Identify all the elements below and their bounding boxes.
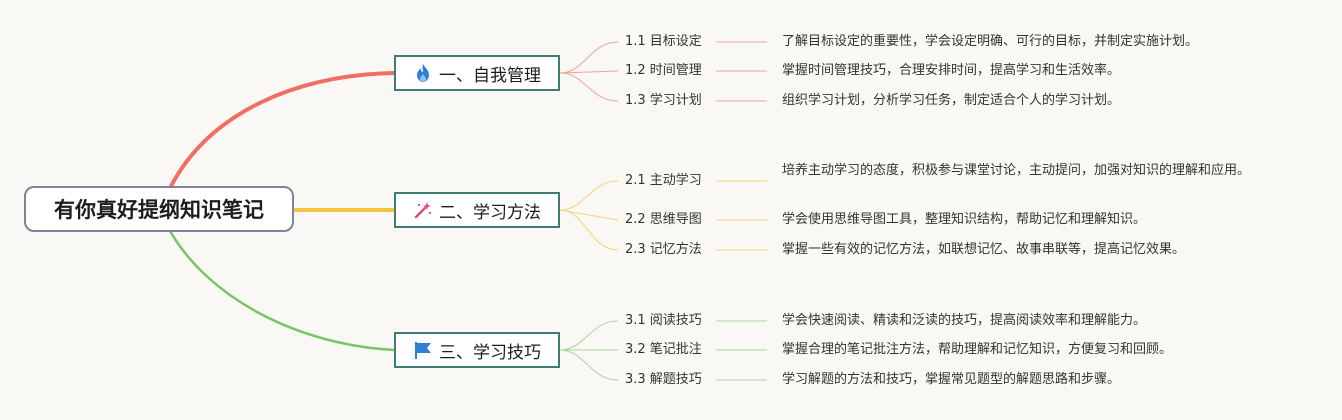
- sub-topic-2-1[interactable]: 2.1 主动学习: [625, 173, 702, 188]
- topic-description-2-2: 学会使用思维导图工具，整理知识结构，帮助记忆和理解知识。: [782, 212, 1147, 227]
- topic-description-1-2: 掌握时间管理技巧，合理安排时间，提高学习和生活效率。: [782, 63, 1121, 78]
- flag-icon: [413, 340, 433, 360]
- topic-description-1-1: 了解目标设定的重要性，学会设定明确、可行的目标，并制定实施计划。: [782, 34, 1199, 49]
- sub-topic-1-1[interactable]: 1.1 目标设定: [625, 34, 702, 49]
- root-node[interactable]: 有你真好提纲知识笔记: [24, 186, 294, 232]
- branch-label: 二、学习方法: [439, 202, 541, 223]
- flame-icon: [413, 63, 433, 83]
- sub-topic-3-2[interactable]: 3.2 笔记批注: [625, 342, 702, 357]
- sub-topic-1-2[interactable]: 1.2 时间管理: [625, 63, 702, 78]
- sub-topic-1-3[interactable]: 1.3 学习计划: [625, 93, 702, 108]
- branch-node-self-management[interactable]: 一、自我管理: [394, 55, 560, 91]
- branch-label: 一、自我管理: [439, 65, 541, 86]
- connector-sub-3-3: [559, 349, 619, 381]
- branch-node-learning-methods[interactable]: 二、学习方法: [394, 192, 560, 228]
- topic-description-3-2: 掌握合理的笔记批注方法，帮助理解和记忆知识，方便复习和回顾。: [782, 342, 1173, 357]
- sub-topic-2-2[interactable]: 2.2 思维导图: [625, 212, 702, 227]
- sub-topic-3-3[interactable]: 3.3 解题技巧: [625, 372, 702, 387]
- connector-sub-2-1: [559, 180, 619, 211]
- connector-branch-1: [168, 71, 396, 190]
- connector-sub-3-1: [559, 320, 619, 351]
- branch-label: 三、学习技巧: [439, 342, 541, 363]
- root-title: 有你真好提纲知识笔记: [54, 198, 264, 222]
- connector-sub-2-3: [559, 209, 619, 251]
- topic-description-2-1: 培养主动学习的态度，积极参与课堂讨论，主动提问，加强对知识的理解和应用。: [782, 163, 1251, 178]
- connector-sub-1-1: [559, 41, 619, 74]
- sub-topic-2-3[interactable]: 2.3 记忆方法: [625, 242, 702, 257]
- connector-branch-3: [168, 230, 395, 352]
- topic-description-3-3: 学习解题的方法和技巧，掌握常见题型的解题思路和步骤。: [782, 372, 1121, 387]
- connector-sub-2-2: [559, 209, 619, 221]
- topic-description-1-3: 组织学习计划，分析学习任务，制定适合个人的学习计划。: [782, 93, 1121, 108]
- branch-node-learning-skills[interactable]: 三、学习技巧: [394, 332, 560, 368]
- topic-description-2-3: 掌握一些有效的记忆方法，如联想记忆、故事串联等，提高记忆效果。: [782, 242, 1186, 257]
- topic-description-3-1: 学会快速阅读、精读和泛读的技巧，提高阅读效率和理解能力。: [782, 313, 1147, 328]
- connector-sub-1-3: [559, 72, 619, 102]
- connector-sub-1-2: [559, 70, 619, 74]
- sub-topic-3-1[interactable]: 3.1 阅读技巧: [625, 313, 702, 328]
- magic-wand-icon: [413, 200, 433, 220]
